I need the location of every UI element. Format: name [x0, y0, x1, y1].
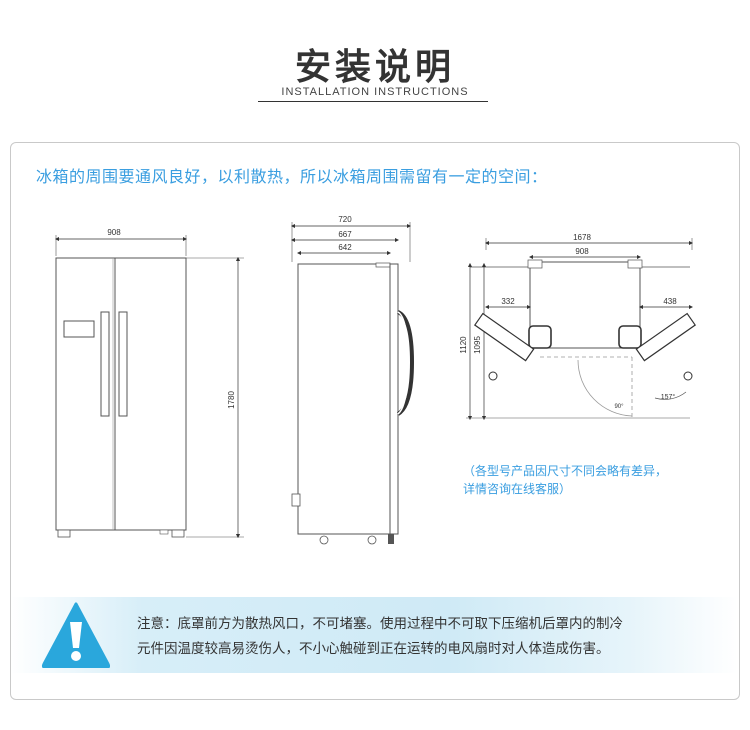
side-handle: [396, 310, 415, 416]
top-depth-outer-label: 1120: [459, 336, 468, 354]
side-view: 720 667 642: [290, 215, 415, 545]
warning-band: [11, 597, 738, 673]
title-underline: [258, 101, 488, 102]
top-left-gap-label: 332: [501, 297, 515, 306]
size-note-line-2: 详情咨询在线客服）: [463, 482, 572, 496]
size-note-line-1: （各型号产品因尺寸不同会略有差异，: [463, 464, 668, 478]
top-right-gap-label: 438: [663, 297, 677, 306]
top-view: 1678 908 332 438 1120 1095: [459, 233, 697, 421]
right-handle: [118, 311, 128, 417]
warning-line-2: 元件因温度较高易烫伤人，不小心触碰到正在运转的电风扇时对人体造成伤害。: [137, 641, 610, 657]
top-depth-inner-label: 1095: [473, 336, 482, 354]
side-width-label-3: 642: [338, 243, 352, 252]
left-handle: [100, 311, 110, 417]
top-cabinet-width-label: 908: [575, 247, 589, 256]
warning-line-1: 注意：底罩前方为散热风口，不可堵塞。使用过程中不可取下压缩机后罩内的制冷: [137, 616, 623, 632]
top-angle-right-label: 157°: [661, 393, 676, 401]
front-view: 908 1780: [54, 228, 244, 539]
side-door: [389, 263, 399, 535]
front-width-label: 908: [107, 228, 121, 237]
page-subtitle: INSTALLATION INSTRUCTIONS: [281, 86, 469, 98]
front-height-label: 1780: [227, 391, 236, 409]
page-title: 安装说明: [294, 47, 455, 88]
size-variation-note: （各型号产品因尺寸不同会略有差异， 详情咨询在线客服）: [463, 462, 733, 498]
intro-text: 冰箱的周围要通风良好，以利散热，所以冰箱周围需留有一定的空间：: [36, 167, 548, 186]
side-width-label-2: 667: [338, 230, 352, 239]
side-width-label-1: 720: [338, 215, 352, 224]
warning-text: 注意：底罩前方为散热风口，不可堵塞。使用过程中不可取下压缩机后罩内的制冷 元件因…: [137, 612, 707, 662]
top-overall-width-label: 1678: [573, 233, 591, 242]
top-angle-left-label: 90°: [614, 404, 624, 410]
display-panel: [63, 320, 95, 338]
warning-icon-overlay: [41, 602, 110, 668]
header: 安装说明 INSTALLATION INSTRUCTIONS: [0, 0, 750, 120]
